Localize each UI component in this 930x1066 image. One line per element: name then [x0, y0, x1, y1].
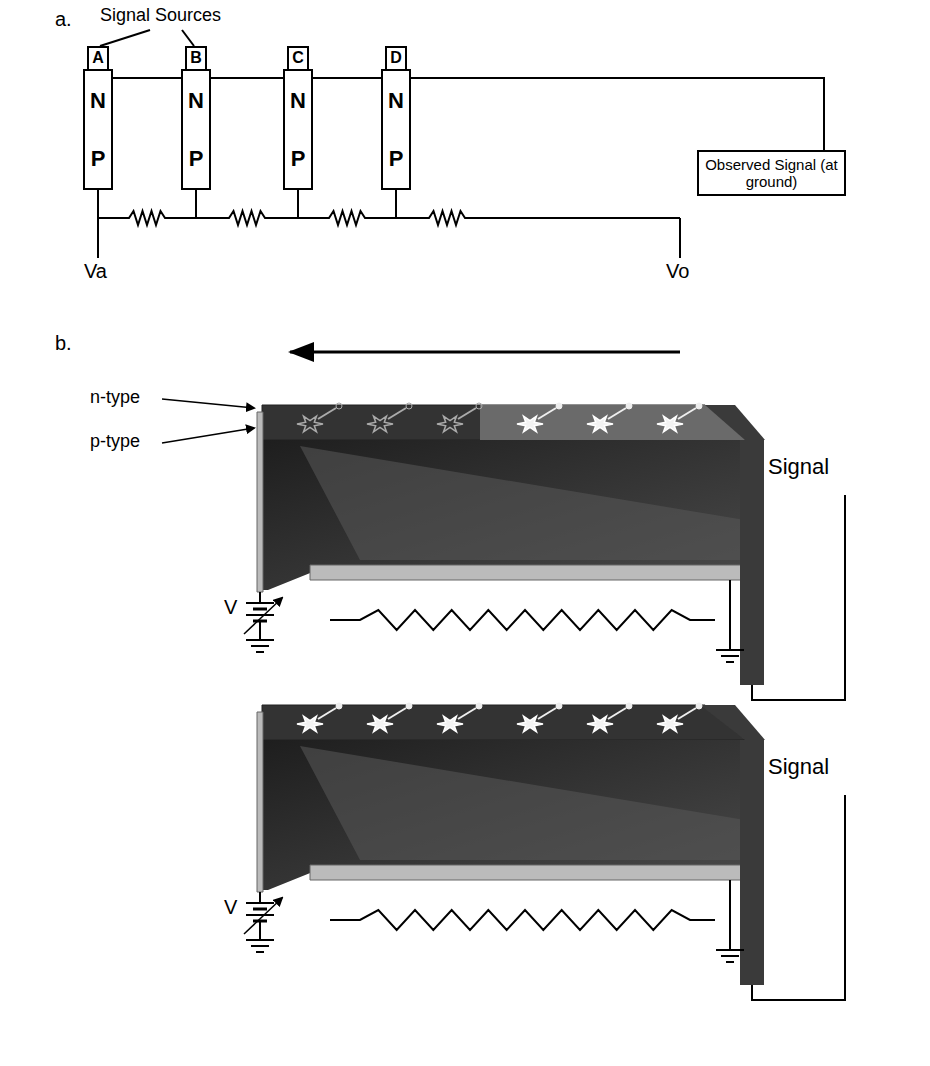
region-letter: P [389, 146, 404, 171]
diode-box: NP [83, 69, 113, 190]
voltage-label: V [224, 896, 237, 918]
region-letter: P [91, 146, 106, 171]
panel-label: b. [55, 332, 72, 354]
signal-source-box: A [87, 46, 109, 71]
region-letter: N [388, 88, 404, 113]
diode-box: NP [283, 69, 313, 190]
voltage-label: V [224, 596, 237, 618]
panel-label: a. [55, 8, 72, 30]
region-letter: N [90, 88, 106, 113]
diode-box: NP [381, 69, 411, 190]
signal-source-box: D [385, 46, 407, 71]
signal-label: Signal [768, 455, 829, 479]
output-label: Observed Signal (at ground) [699, 156, 844, 191]
terminal-label: Va [84, 260, 107, 282]
region-letter: N [188, 88, 204, 113]
layer-label: n-type [90, 388, 140, 408]
output-box: Observed Signal (at ground) [697, 150, 846, 196]
signal-label: Signal [768, 755, 829, 779]
signal-source-box: B [185, 46, 207, 71]
region-letter: P [291, 146, 306, 171]
layer-label: p-type [90, 432, 140, 452]
region-letter: P [189, 146, 204, 171]
group-label: Signal Sources [100, 6, 221, 26]
terminal-label: Vo [666, 260, 689, 282]
source-letter: C [292, 49, 304, 67]
source-letter: B [190, 49, 202, 67]
diode-box: NP [181, 69, 211, 190]
source-letter: D [390, 49, 402, 67]
wire [411, 78, 824, 150]
region-letter: N [290, 88, 306, 113]
signal-source-box: C [287, 46, 309, 71]
source-letter: A [92, 49, 104, 67]
wire [113, 78, 824, 150]
